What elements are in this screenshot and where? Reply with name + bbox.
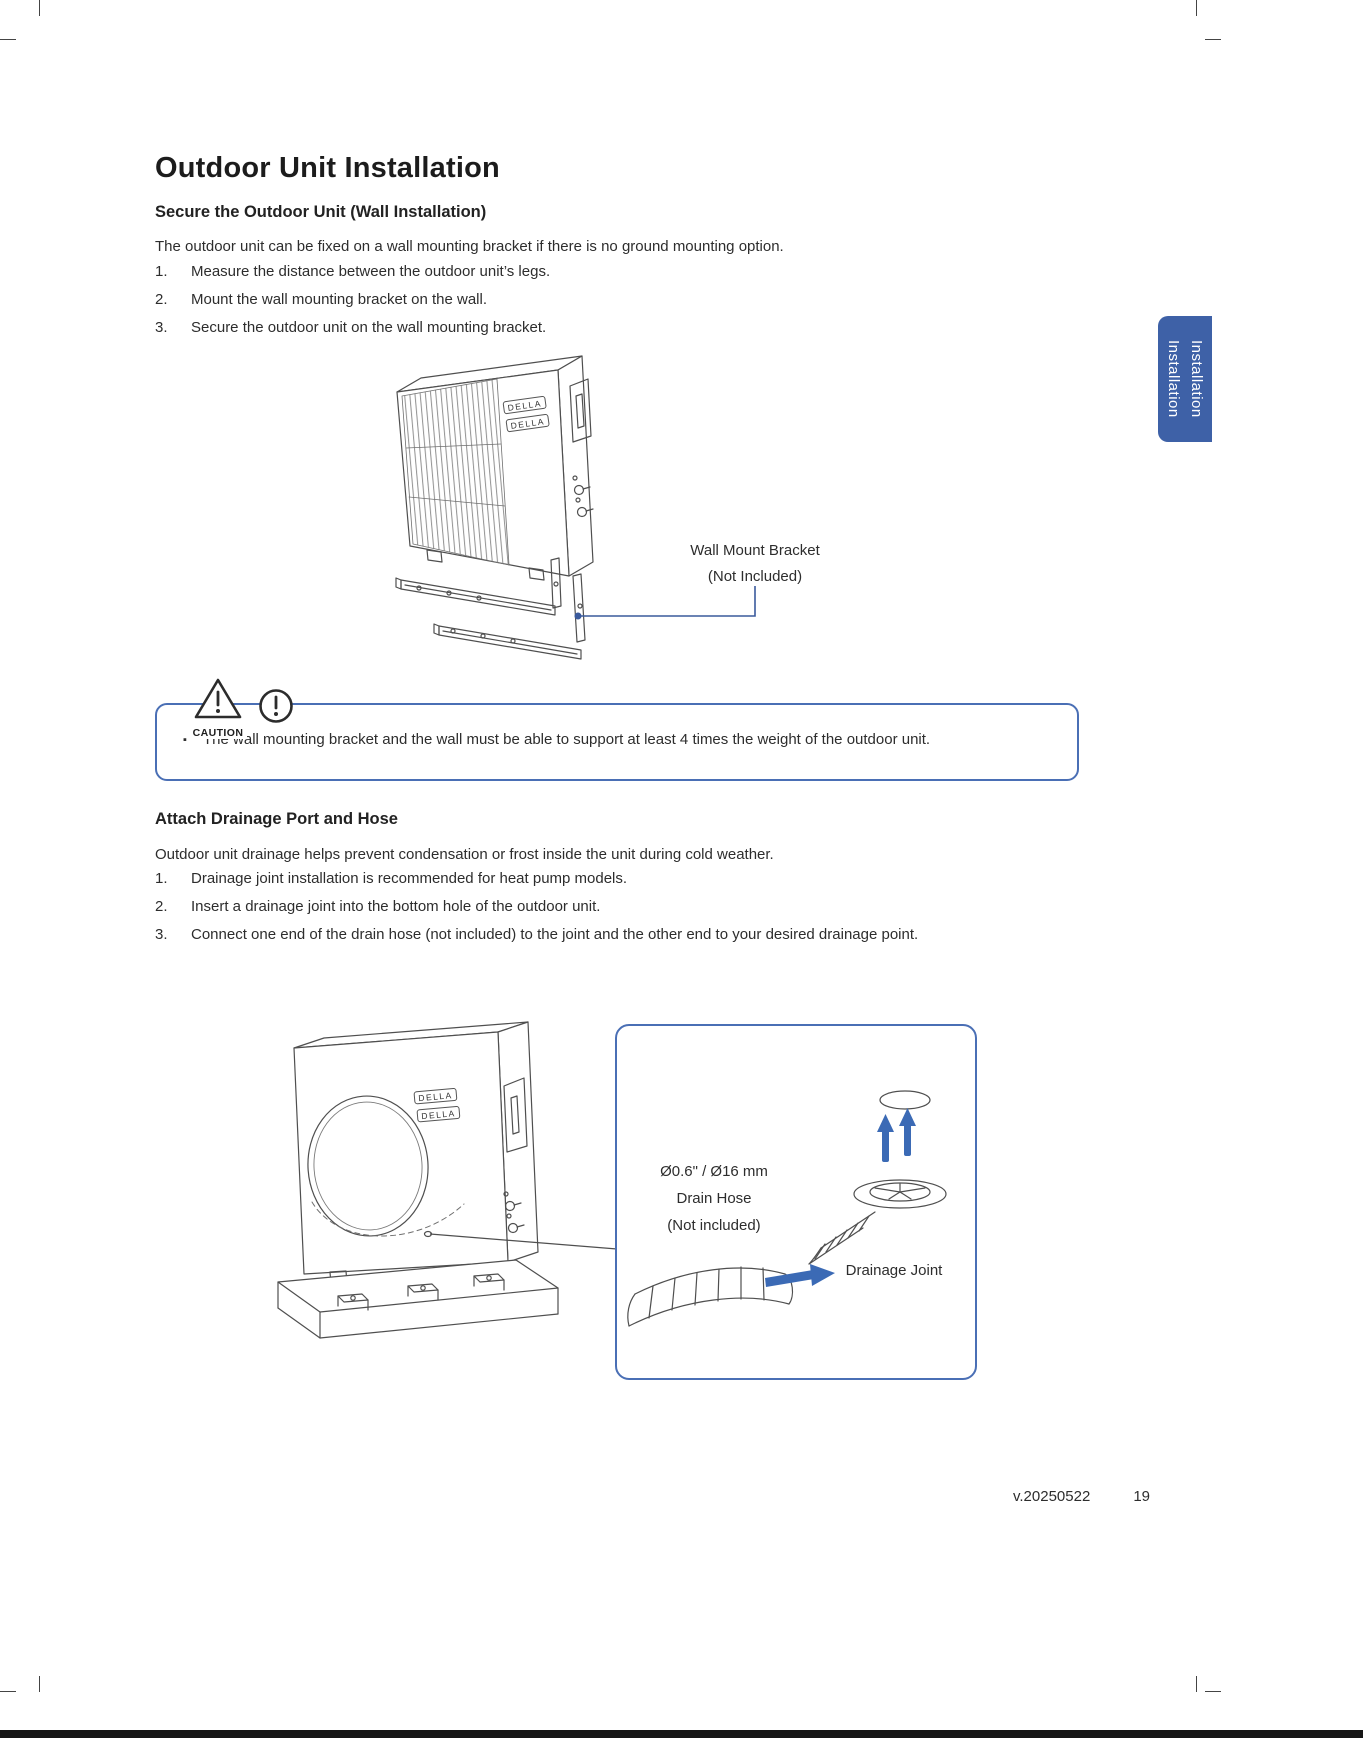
caution-item: The wall mounting bracket and the wall m…: [157, 705, 1077, 748]
crop-mark: [0, 39, 16, 40]
warning-triangle-icon: [194, 678, 242, 719]
drain-section-intro: Outdoor unit drainage helps prevent cond…: [155, 846, 774, 863]
wall-mount-bracket-label: Wall Mount Bracket (Not Included): [655, 538, 855, 590]
brand-badge-label: DELLA: [510, 416, 545, 431]
step-item: Mount the wall mounting bracket on the w…: [155, 291, 1105, 308]
drainage-joint-illustration: [627, 1090, 947, 1327]
caution-icon-group: CAUTION: [189, 676, 247, 739]
page-footer: v.20250522 19: [1013, 1488, 1150, 1505]
page-title: Outdoor Unit Installation: [155, 152, 500, 184]
crop-mark: [1205, 39, 1221, 40]
bracket-label-leader-line: [574, 586, 756, 620]
crop-mark: [39, 0, 40, 16]
alert-circle-icon: [259, 689, 293, 723]
step-item: Secure the outdoor unit on the wall moun…: [155, 319, 1105, 336]
step-text: Connect one end of the drain hose (not i…: [191, 926, 919, 943]
drain-hose-name: Drain Hose: [676, 1190, 752, 1207]
step-text: Secure the outdoor unit on the wall moun…: [191, 319, 547, 336]
drainage-steps: Drainage joint installation is recommend…: [155, 870, 1115, 954]
drain-hose-note: (Not included): [667, 1217, 761, 1234]
page-edge-bar: [0, 1730, 1363, 1738]
wall-mount-bracket-label-line1: Wall Mount Bracket: [690, 542, 820, 559]
step-text: Mount the wall mounting bracket on the w…: [191, 291, 487, 308]
step-text: Insert a drainage joint into the bottom …: [191, 898, 601, 915]
wall-mount-bracket-label-line2: (Not Included): [707, 568, 803, 585]
step-item: Connect one end of the drain hose (not i…: [155, 926, 1115, 943]
footer-page-number: 19: [1133, 1488, 1150, 1505]
side-tab-installation: Installation Installation: [1158, 316, 1212, 442]
crop-mark: [1196, 1676, 1197, 1692]
wall-mounted-unit-figure: DELLA DELLA: [395, 355, 594, 660]
step-item: Measure the distance between the outdoor…: [155, 263, 1105, 280]
crop-mark: [39, 1676, 40, 1692]
caution-label: CAUTION: [189, 727, 247, 739]
crop-mark: [1196, 0, 1197, 16]
wall-section-intro: The outdoor unit can be fixed on a wall …: [155, 238, 784, 255]
side-tab-label: Installation: [1165, 340, 1182, 418]
side-tab-label: Installation: [1188, 340, 1205, 418]
section-heading-drainage: Attach Drainage Port and Hose: [155, 810, 398, 828]
wall-install-steps: Measure the distance between the outdoor…: [155, 263, 1105, 347]
crop-mark: [0, 1691, 16, 1692]
drain-hose-spec: Ø0.6" / Ø16 mm: [660, 1163, 768, 1180]
drain-hole-leader-line: [429, 1233, 618, 1250]
brand-badge-label: DELLA: [507, 398, 542, 413]
step-text: Drainage joint installation is recommend…: [191, 870, 628, 887]
brand-badge-label: DELLA: [418, 1090, 453, 1103]
ground-unit-figure: DELLA DELLA: [277, 1021, 559, 1339]
caution-box: The wall mounting bracket and the wall m…: [155, 703, 1079, 781]
step-item: Insert a drainage joint into the bottom …: [155, 898, 1115, 915]
footer-version: v.20250522: [1013, 1488, 1091, 1505]
section-heading-wall-installation: Secure the Outdoor Unit (Wall Installati…: [155, 203, 487, 221]
step-item: Drainage joint installation is recommend…: [155, 870, 1115, 887]
crop-mark: [1205, 1691, 1221, 1692]
drain-hose-label: Ø0.6" / Ø16 mm Drain Hose (Not included): [629, 1158, 799, 1239]
drainage-joint-label: Drainage Joint: [845, 1262, 943, 1279]
step-text: Measure the distance between the outdoor…: [191, 263, 551, 280]
brand-badge-label: DELLA: [421, 1108, 456, 1121]
drainage-callout-box: Ø0.6" / Ø16 mm Drain Hose (Not included)…: [615, 1024, 977, 1380]
